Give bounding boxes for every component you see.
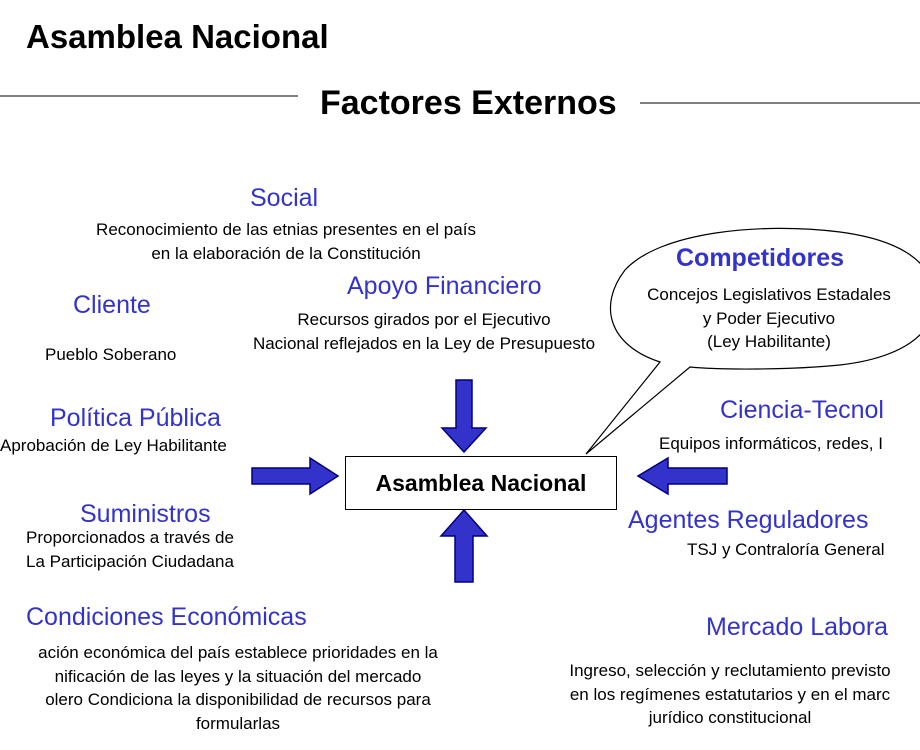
- competidores-line: y Poder Ejecutivo: [702, 308, 836, 328]
- suministros-line: La Participación Ciudadana: [26, 551, 234, 571]
- competidores-line: Concejos Legislativos Estadales: [647, 285, 891, 304]
- page-subtitle: Factores Externos: [320, 84, 617, 122]
- agentes-reguladores-description: TSJ y Contraloría General: [687, 540, 885, 559]
- suministros-heading: Suministros: [80, 500, 211, 528]
- suministros-description: Proporcionados a través de La Participac…: [26, 526, 234, 573]
- main-title: Asamblea Nacional: [26, 18, 329, 55]
- competidores-description: Concejos Legislativos Estadales y Poder …: [620, 283, 918, 354]
- condiciones-economicas-description: ación económica del país establece prior…: [0, 641, 476, 735]
- arrow-down-top: [440, 379, 488, 454]
- condiciones-line: formularlas: [195, 713, 281, 733]
- social-description: Reconocimiento de las etnias presentes e…: [56, 218, 516, 265]
- center-node-box: Asamblea Nacional: [345, 456, 617, 510]
- politica-publica-description: Aprobación de Ley Habilitante: [0, 436, 227, 455]
- social-line: Reconocimiento de las etnias presentes e…: [96, 220, 476, 239]
- social-heading: Social: [250, 184, 319, 212]
- apoyo-line: Recursos girados por el Ejecutivo: [297, 310, 551, 329]
- social-line: en la elaboración de la Constitución: [151, 243, 421, 263]
- politica-publica-heading: Política Pública: [50, 404, 221, 432]
- mercado-line: jurídico constitucional: [648, 708, 812, 727]
- arrow-right-left: [251, 456, 340, 496]
- ciencia-tecnologia-description: Equipos informáticos, redes, I: [659, 434, 883, 453]
- ciencia-tecnologia-heading: Ciencia-Tecnol: [720, 396, 884, 424]
- apoyo-financiero-heading: Apoyo Financiero: [347, 272, 542, 300]
- mercado-line: en los regímenes estatutarios y en el ma…: [569, 684, 891, 704]
- suministros-line: Proporcionados a través de: [26, 528, 234, 547]
- center-node-label: Asamblea Nacional: [375, 469, 587, 496]
- condiciones-economicas-heading: Condiciones Económicas: [26, 603, 307, 631]
- mercado-laboral-heading: Mercado Labora: [706, 613, 889, 641]
- condiciones-line: olero Condiciona la disponibilidad de re…: [45, 690, 431, 709]
- competidores-heading: Competidores: [676, 244, 845, 272]
- arrow-up-bottom: [439, 508, 489, 583]
- condiciones-line: ación económica del país establece prior…: [38, 643, 438, 662]
- mercado-laboral-description: Ingreso, selección y reclutamiento previ…: [540, 659, 920, 730]
- cliente-description: Pueblo Soberano: [45, 345, 177, 364]
- apoyo-line: Nacional reflejados en la Ley de Presupu…: [252, 333, 596, 353]
- arrow-left-right: [636, 456, 728, 496]
- condiciones-line: nificación de las leyes y la situación d…: [54, 666, 422, 686]
- apoyo-financiero-description: Recursos girados por el Ejecutivo Nacion…: [214, 308, 634, 355]
- agentes-reguladores-heading: Agentes Reguladores: [628, 506, 869, 534]
- cliente-heading: Cliente: [73, 291, 151, 319]
- mercado-line: Ingreso, selección y reclutamiento previ…: [569, 661, 891, 680]
- competidores-callout-bubble: [585, 227, 920, 455]
- competidores-line: (Ley Habilitante): [707, 332, 831, 351]
